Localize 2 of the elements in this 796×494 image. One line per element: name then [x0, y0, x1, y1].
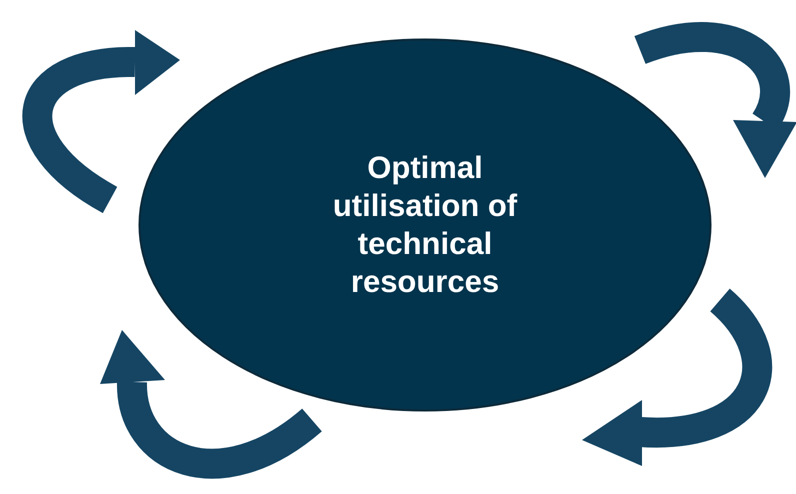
node-text: Optimal utilisation of technical resources [332, 149, 518, 301]
ellipse-node [138, 38, 712, 412]
